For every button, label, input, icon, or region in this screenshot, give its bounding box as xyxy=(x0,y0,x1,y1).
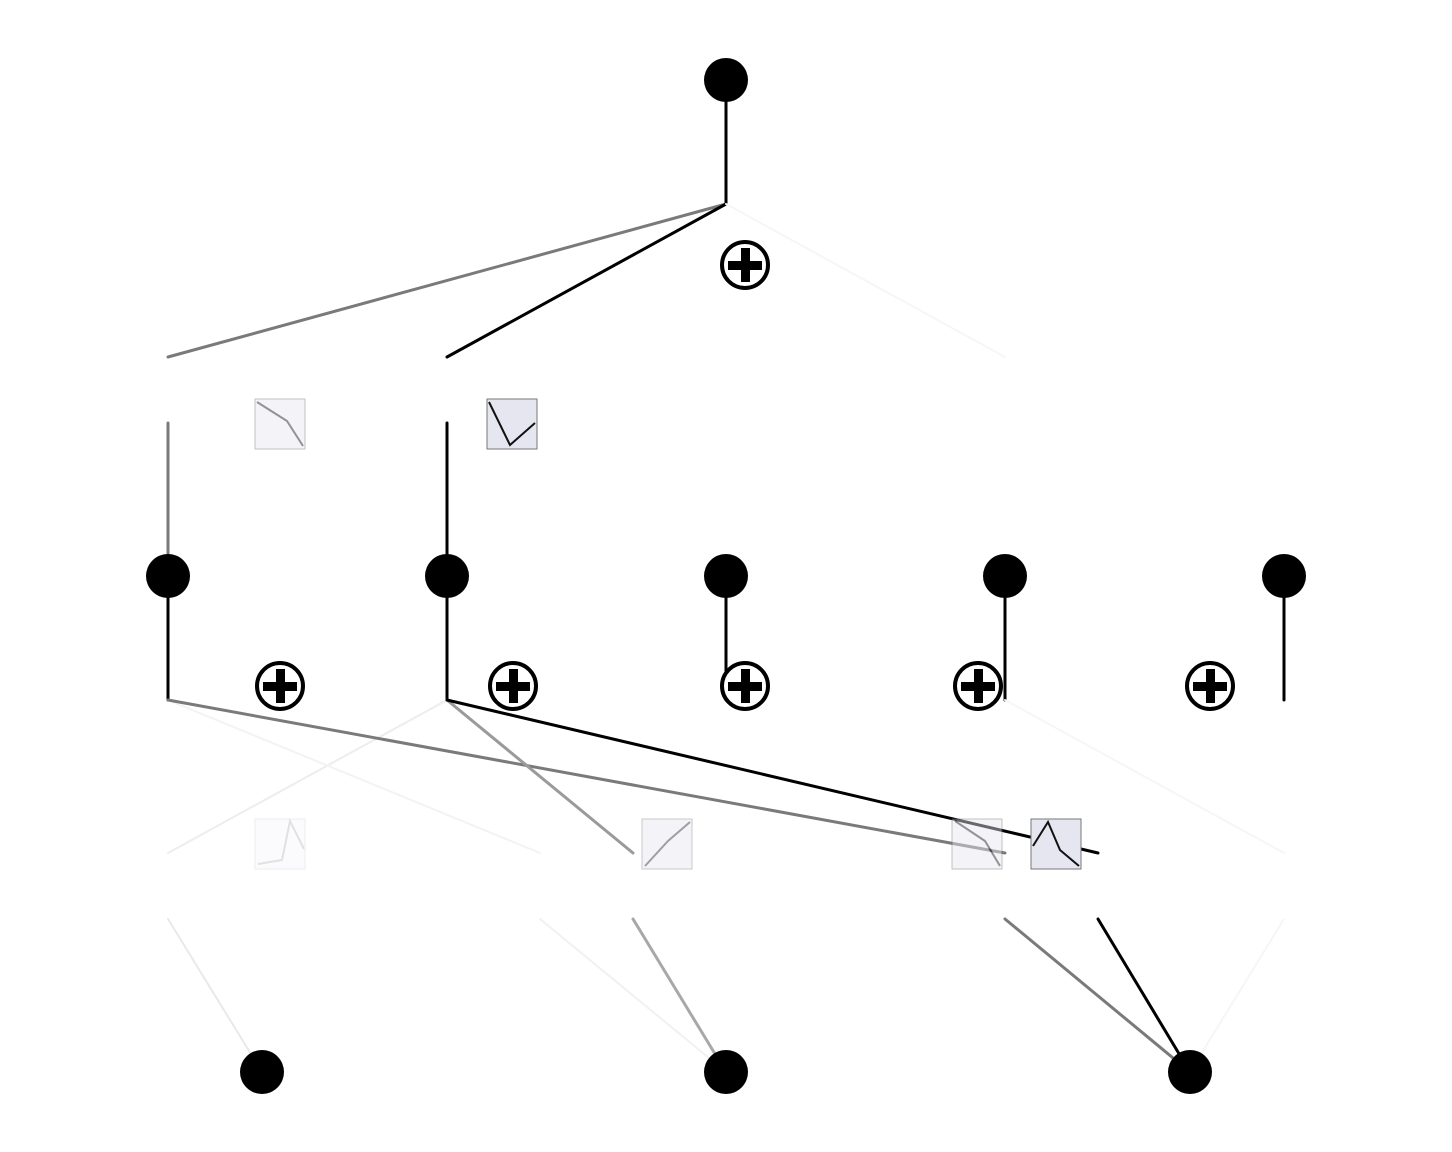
node-input-2 xyxy=(704,1050,748,1094)
sum-icon xyxy=(720,240,770,290)
curve-icon xyxy=(488,401,536,447)
edge-output-to-h2 xyxy=(445,202,728,359)
activation-box-x2 xyxy=(641,818,693,870)
edge-faint xyxy=(539,918,727,1073)
activation-box-x3-b xyxy=(1030,818,1082,870)
edge-h2-to-x2 xyxy=(445,698,635,855)
edge-x3-post-b xyxy=(1096,917,1192,1074)
curve-icon xyxy=(257,817,305,865)
edge-output-to-h1 xyxy=(166,202,728,359)
node-hidden-4 xyxy=(983,554,1027,598)
activation-box-h1-out xyxy=(254,398,306,450)
sum-icon xyxy=(1185,661,1235,711)
sum-icon xyxy=(953,661,1003,711)
edge-h2-to-x3 xyxy=(445,698,1100,855)
edge-faint xyxy=(1189,918,1285,1073)
sum-icon xyxy=(255,661,305,711)
edge-faint xyxy=(167,699,448,854)
sum-icon xyxy=(720,661,770,711)
output-block-edges xyxy=(166,78,1006,578)
edge-faint xyxy=(1004,699,1285,854)
node-hidden-2 xyxy=(425,554,469,598)
edge-faint xyxy=(167,699,541,854)
curve-icon xyxy=(954,820,1001,867)
sum-icon xyxy=(488,661,538,711)
activation-box-faint xyxy=(254,817,306,870)
edge-h1-to-x3 xyxy=(166,698,1007,855)
node-output xyxy=(704,58,748,102)
node-hidden-5 xyxy=(1262,554,1306,598)
edge-faint xyxy=(167,918,263,1073)
activation-box-h2-out xyxy=(486,398,538,450)
node-hidden-1 xyxy=(146,554,190,598)
curve-icon xyxy=(644,821,691,867)
hidden-block-edges xyxy=(166,574,1286,1074)
edge-output-to-h3-faint xyxy=(725,203,1006,358)
node-input-1 xyxy=(240,1050,284,1094)
curve-icon xyxy=(1032,819,1080,867)
node-input-3 xyxy=(1168,1050,1212,1094)
edge-x2-post xyxy=(631,917,728,1074)
activation-box-x3-a xyxy=(951,818,1003,870)
node-hidden-3 xyxy=(704,554,748,598)
curve-icon xyxy=(256,401,304,447)
edge-x3-post-a xyxy=(1003,917,1192,1074)
